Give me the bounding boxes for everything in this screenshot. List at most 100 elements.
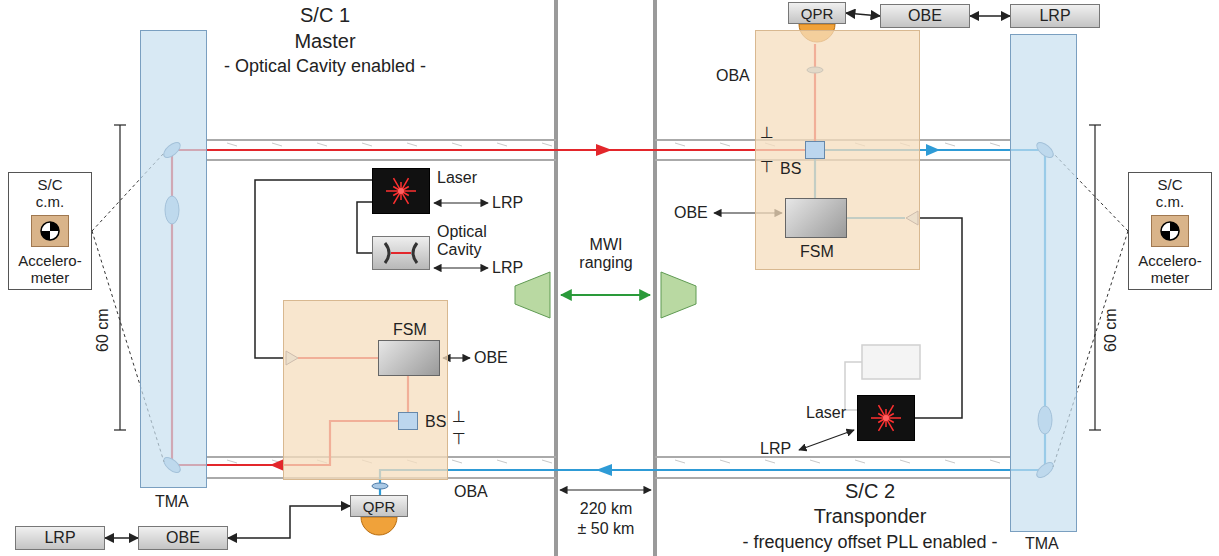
tube-hatching	[317, 143, 327, 146]
cavity-beam	[391, 252, 411, 254]
node-label: QPR	[363, 499, 396, 514]
connector	[915, 218, 962, 418]
text-label: LRP	[760, 440, 791, 458]
node-label: OBA	[454, 483, 488, 501]
tube-hatching	[990, 460, 1000, 463]
text-label: S/C 1	[300, 4, 350, 27]
tube-hatching	[675, 460, 685, 463]
tube-hatching	[452, 460, 462, 463]
node-label: BS	[425, 413, 446, 431]
node-label: TMA	[1025, 535, 1059, 553]
connector	[846, 13, 880, 16]
connector	[105, 537, 138, 539]
photoreceiver-box: QPR	[788, 2, 846, 24]
center-of-mass-symbol	[32, 216, 68, 246]
node-label: Accelero- meter	[1133, 252, 1207, 287]
dimension-bar	[114, 429, 126, 430]
dimension-bar	[114, 125, 1101, 430]
text-label: 60 cm	[94, 308, 112, 352]
text-label: OBE	[474, 349, 508, 367]
text-label: LRP	[492, 259, 523, 277]
tube-hatching	[765, 460, 775, 463]
electronics-box: OBE	[138, 526, 228, 550]
spacecraft-wall	[554, 0, 558, 556]
node-label: QPR	[801, 6, 834, 21]
telescope-mirror-assembly: TMA	[1010, 34, 1077, 532]
tube-hatching	[720, 143, 730, 146]
text-label: OBE	[674, 204, 708, 222]
node-label: TMA	[155, 493, 189, 511]
red-beam	[172, 150, 805, 465]
mwi-arrow	[561, 294, 650, 296]
node-heading: S/C c.m.	[27, 176, 73, 211]
optical-bench: OBAFSMBS	[283, 300, 448, 480]
tube-hatching	[452, 143, 462, 146]
proof-mass	[1151, 215, 1189, 247]
tube-hatching	[227, 143, 237, 146]
node-label: LRP	[1039, 8, 1070, 24]
cavity-ghost	[862, 345, 920, 379]
beam-tube	[207, 159, 556, 161]
tube-hatching	[855, 460, 865, 463]
signal-arrow	[799, 430, 854, 450]
laser-star	[373, 169, 429, 213]
tube-hatching	[497, 460, 507, 463]
electronics-box: OBE	[880, 4, 970, 28]
mirror	[161, 67, 1056, 489]
tube-hatching	[542, 143, 552, 146]
laser-box: Laser	[372, 168, 430, 214]
steering-mirror: FSM	[785, 198, 847, 238]
tube-hatching	[900, 460, 910, 463]
tube-hatching	[810, 460, 820, 463]
text-label: - Optical Cavity enabled -	[224, 56, 426, 77]
processor-box: LRP	[15, 526, 105, 550]
tube-hatching	[497, 143, 507, 146]
text-label: ⊤	[452, 430, 466, 448]
beam-splitter: BS	[805, 141, 825, 159]
spacecraft-wall	[556, 0, 655, 556]
beam-arrow	[270, 459, 284, 471]
steering-mirror: FSM	[378, 340, 440, 376]
mwi-horn	[661, 272, 696, 318]
node-label: BS	[780, 160, 801, 178]
signal-arrow	[560, 489, 651, 490]
cavity-mirror	[413, 243, 417, 263]
text-label: S/C 2	[845, 480, 895, 503]
laser-core	[398, 188, 404, 194]
beam-tube	[655, 477, 1010, 479]
blue-beam	[380, 150, 1045, 495]
red-beam	[172, 44, 815, 465]
laser-star	[858, 396, 914, 440]
node-label: Laser	[437, 169, 477, 187]
signal-arrow	[434, 267, 488, 268]
beam-tube	[655, 456, 1010, 458]
beam-splitter: BS	[398, 412, 418, 430]
node-label: OBE	[166, 530, 200, 546]
beam-arrow	[596, 144, 612, 156]
accelerometer-box: S/C c.m.Accelero- meter	[1128, 172, 1212, 290]
optical-cavity: Optical Cavity	[372, 236, 430, 270]
text-label: 220 km	[580, 500, 632, 518]
tube-hatching	[272, 143, 282, 146]
text-label: ⊥	[760, 124, 774, 142]
beam-tube	[207, 139, 556, 141]
laser-box: Laser	[857, 395, 915, 441]
cavity-mirror	[385, 243, 389, 263]
mwi-horn	[515, 272, 550, 318]
tube-hatching	[407, 143, 417, 146]
photoreceiver-box: QPR	[350, 495, 408, 517]
tube-hatching	[542, 460, 552, 463]
text-label: Master	[294, 30, 355, 53]
laser-core	[883, 415, 889, 421]
mwi-horn	[515, 272, 696, 318]
node-label: Accelero- meter	[13, 252, 87, 287]
cavity-mirrors	[373, 237, 429, 269]
tube-hatching	[675, 143, 685, 146]
tube-hatching	[227, 460, 237, 463]
node-label: FSM	[393, 321, 427, 339]
dimension-bar	[1089, 124, 1101, 125]
node-label: LRP	[44, 530, 75, 546]
connector	[228, 506, 350, 538]
